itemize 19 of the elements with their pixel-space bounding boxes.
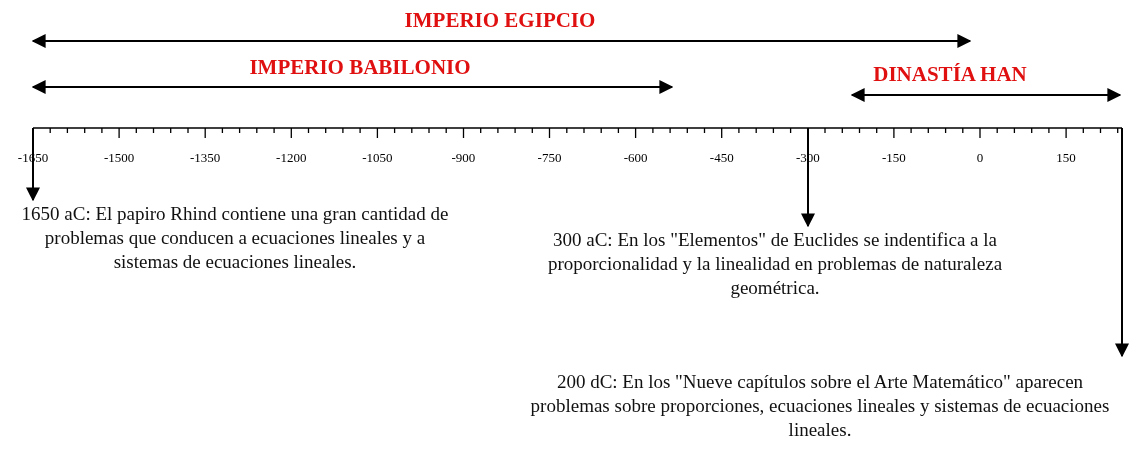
tick-label: -1350	[190, 150, 221, 166]
tick-label: -1050	[362, 150, 393, 166]
event-note: 200 dC: En los "Nueve capítulos sobre el Arte Matemático" aparecen problemas sobre proporciones, ecuaciones lineales y sistemas de ecuaciones lineales.	[520, 370, 1120, 442]
tick-label: 150	[1056, 150, 1076, 166]
period-title: IMPERIO BABILONIO	[249, 55, 471, 80]
tick-label: -1500	[103, 150, 135, 166]
tick-label: -750	[537, 150, 562, 166]
period-title: IMPERIO EGIPCIO	[404, 8, 596, 33]
arrow	[1115, 127, 1129, 358]
period-title: DINASTÍA HAN	[873, 62, 1027, 87]
arrow	[26, 127, 40, 202]
tick-label: -1200	[276, 150, 307, 166]
tick-label: -600	[623, 150, 648, 166]
tick-label: -450	[709, 150, 734, 166]
event-note: 300 aC: En los "Elementos" de Euclides se indentifica a la proporcionalidad y la linealidad en problemas de naturaleza geométrica.	[545, 228, 1005, 300]
tick-label: -900	[451, 150, 476, 166]
tick-label: 0	[976, 150, 984, 166]
tick-label: -150	[882, 150, 906, 166]
event-note: 1650 aC: El papiro Rhind contiene una gran cantidad de problemas que conducen a ecuaciones lineales y a sistemas de ecuaciones lineales.	[15, 202, 455, 274]
